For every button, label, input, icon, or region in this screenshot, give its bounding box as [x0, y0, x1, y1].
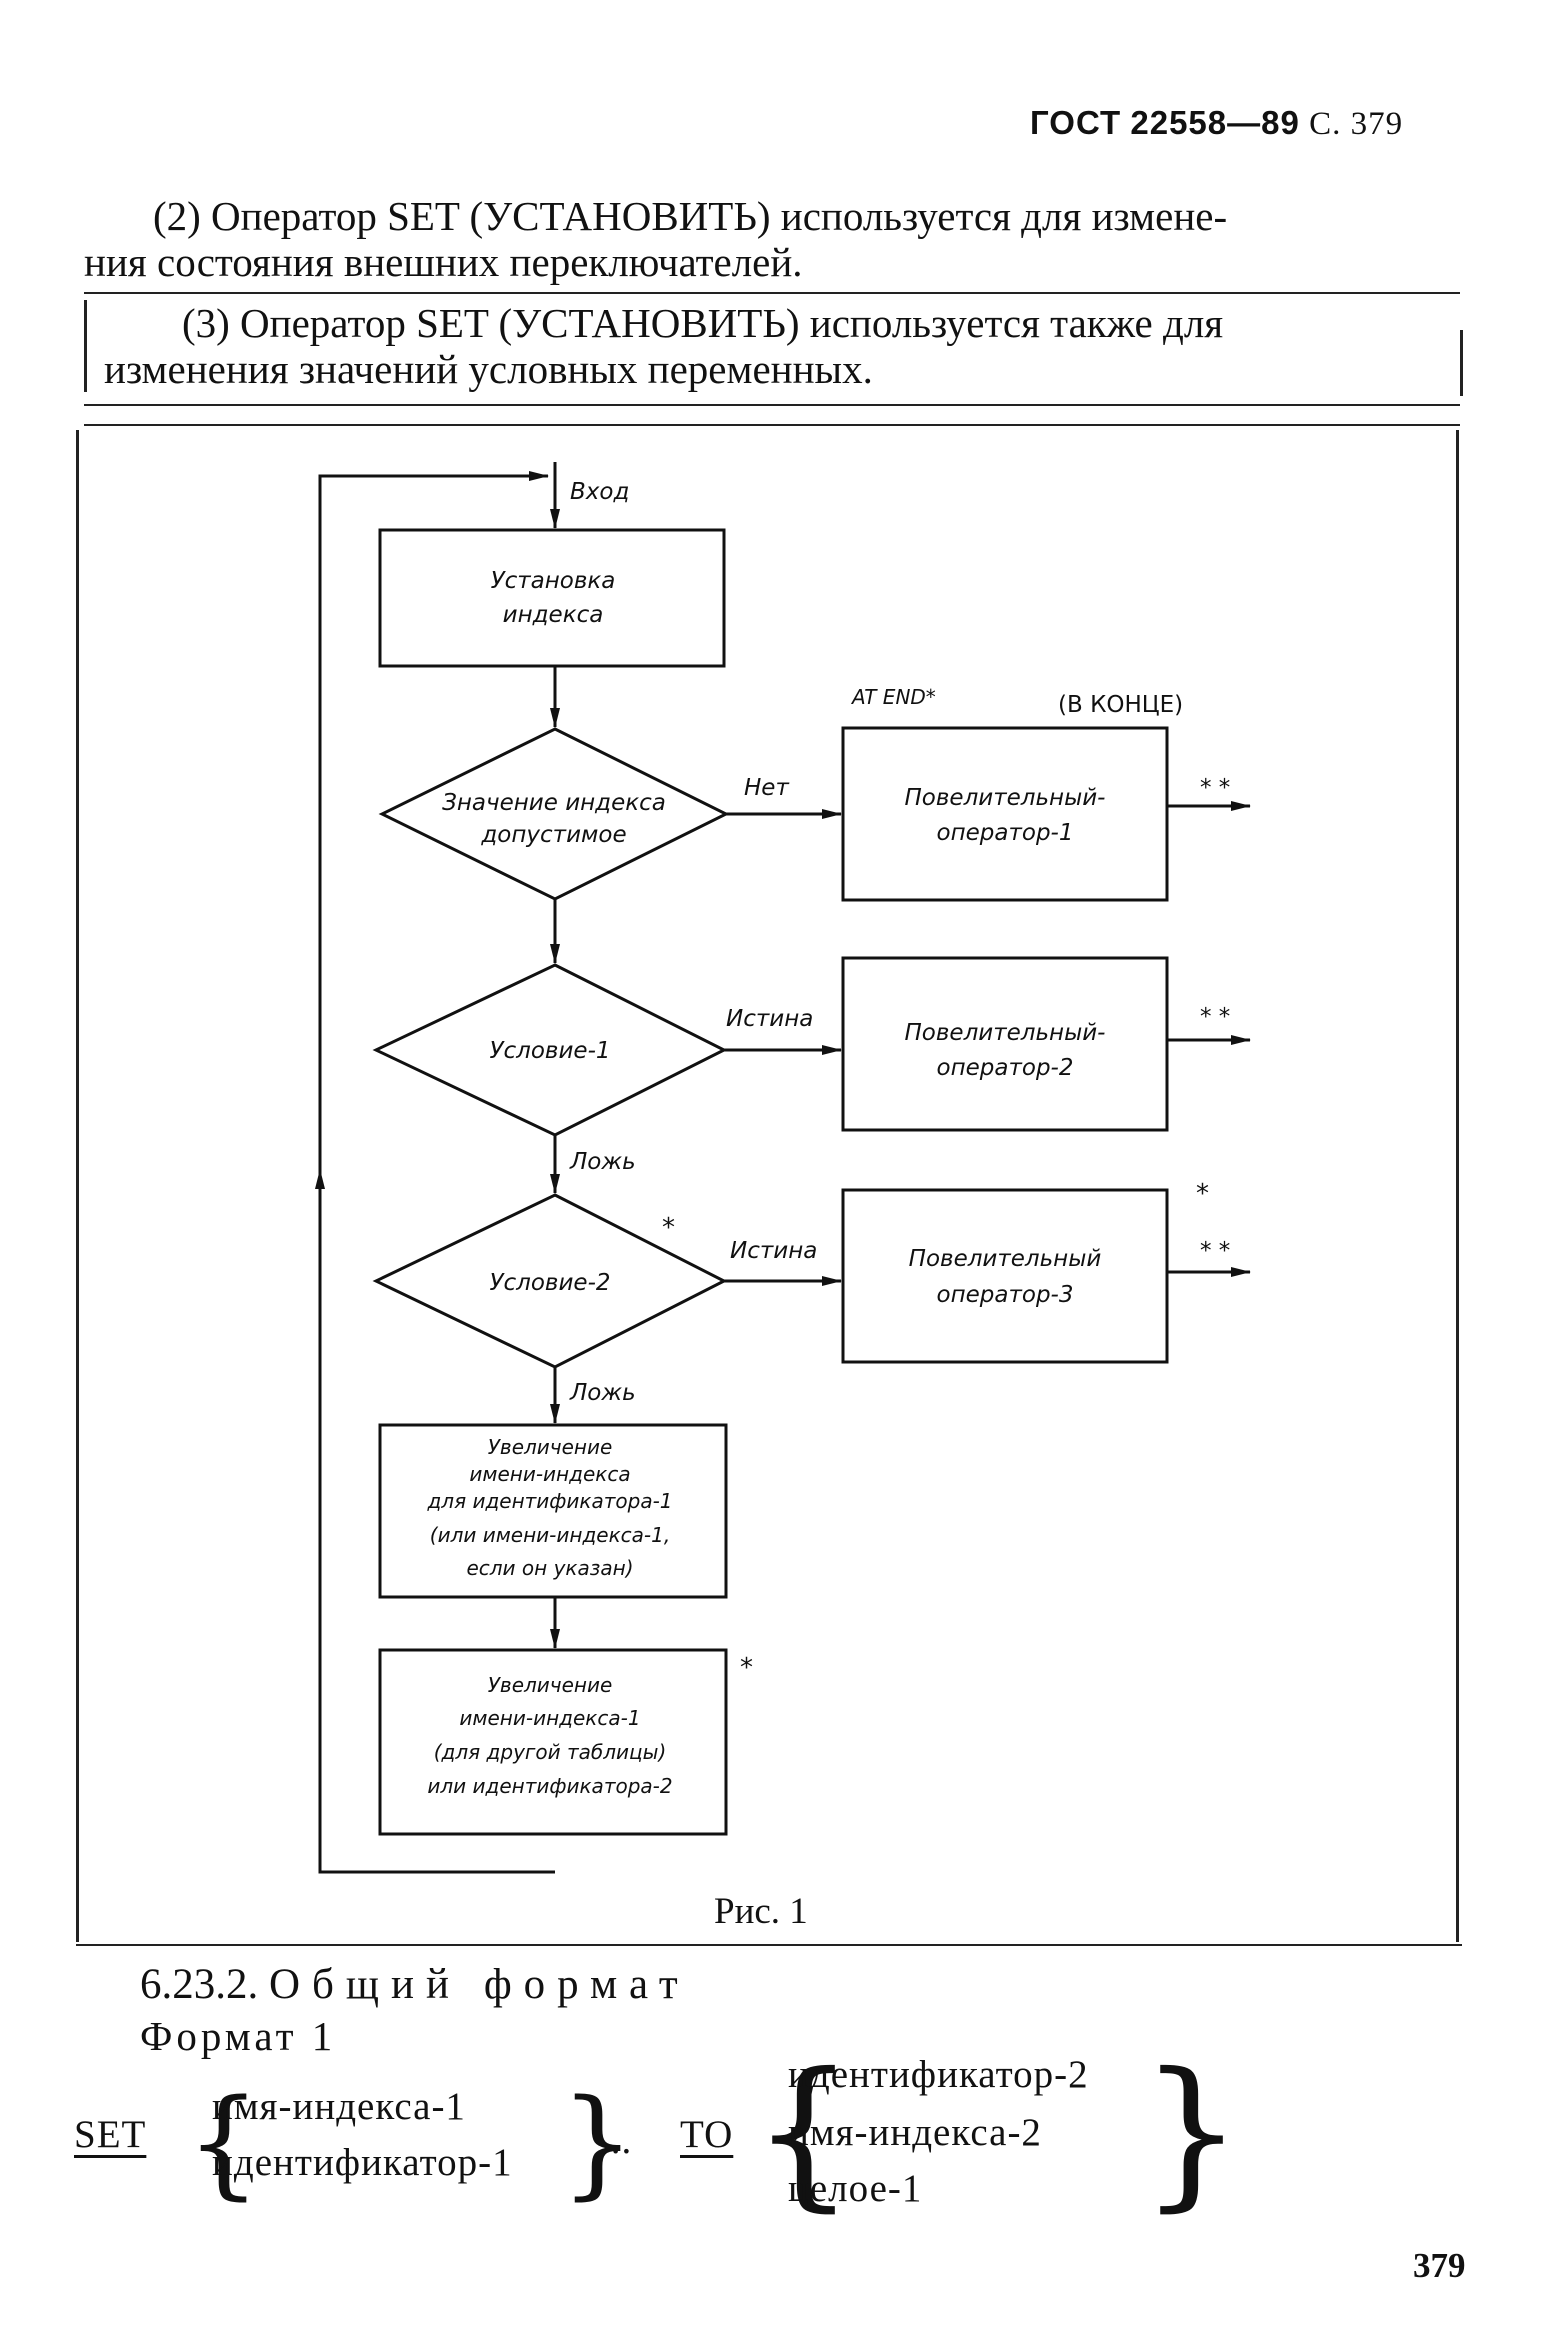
left-option: имя-индекса-1 — [212, 2085, 466, 2128]
right-option: имя-индекса-2 — [788, 2111, 1042, 2154]
increment2-label: или идентификатора-2 — [427, 1774, 672, 1798]
divider-line — [84, 292, 1460, 294]
para3-line2: изменения значений условных переменных. — [104, 346, 873, 392]
op3-label: оператор-3 — [937, 1282, 1074, 1308]
keyword-set: SET — [74, 2113, 147, 2156]
increment1-label: (или имени-индекса-1, — [430, 1523, 670, 1547]
true1-label: Истина — [726, 1006, 813, 1032]
set-index-label: индекса — [503, 602, 604, 628]
set-index-box — [378, 528, 726, 668]
loop-arrow-entry — [318, 471, 549, 1170]
page-header: ГОСТ 22558—89 С. 379 — [1030, 104, 1403, 143]
change-bar-left — [84, 300, 87, 392]
increment1-label: Увеличение — [488, 1435, 613, 1459]
ellipsis: ... — [600, 2119, 633, 2162]
figure-frame-bottom — [76, 1944, 1462, 1946]
decision-valid-label: Значение индекса — [442, 790, 666, 816]
false2-label: Ложь — [569, 1380, 636, 1406]
double-star-mark: * * — [1200, 1238, 1230, 1264]
left-brace-close: } — [560, 2073, 637, 2211]
cond2-label: Условие-2 — [489, 1270, 610, 1296]
para2-line1: (2) Оператор SET (УСТАНОВИТЬ) использует… — [153, 193, 1228, 239]
format-label: Формат 1 — [140, 2013, 337, 2059]
section-heading: 6.23.2. Общий формат — [140, 1960, 690, 2009]
increment1-label: для идентификатора-1 — [426, 1489, 672, 1513]
op1-label: Повелительный- — [905, 785, 1106, 811]
page-number: 379 — [1413, 2246, 1466, 2285]
at-end-label: AT END* — [850, 685, 936, 709]
increment2-label: Увеличение — [488, 1673, 613, 1697]
true2-label: Истина — [730, 1238, 817, 1264]
left-option: идентификатор-1 — [212, 2141, 513, 2184]
increment2-label: (для другой таблицы) — [434, 1740, 667, 1764]
standard-label: ГОСТ — [1030, 104, 1122, 141]
figure-frame-right — [1456, 430, 1459, 1942]
page-reference: С. 379 — [1309, 106, 1404, 142]
right-option: идентификатор-2 — [788, 2053, 1089, 2096]
increment2-label: имени-индекса-1 — [459, 1706, 640, 1730]
op1-box — [841, 726, 1169, 902]
divider-line — [84, 404, 1460, 406]
decision-valid-label: допустимое — [480, 822, 626, 848]
op2-label: оператор-2 — [937, 1055, 1074, 1081]
op2-label: Повелительный- — [905, 1020, 1106, 1046]
standard-number: 22558—89 — [1130, 104, 1300, 141]
increment2-box — [378, 1648, 728, 1836]
entry-label: Вход — [570, 479, 629, 505]
right-option: целое-1 — [788, 2167, 923, 2210]
double-star-mark: * * — [1200, 1004, 1230, 1030]
section-title: Общий формат — [269, 1961, 690, 2008]
at-end-ru-label: (В КОНЦЕ) — [1058, 692, 1183, 718]
change-bar-right — [1460, 330, 1463, 396]
op2-box — [841, 956, 1169, 1132]
double-star-mark: * * — [1200, 775, 1230, 801]
star-mark: * — [740, 1653, 753, 1683]
right-brace-close: } — [1140, 2039, 1245, 2227]
left-brace-open: { — [186, 2073, 263, 2211]
increment1-box — [378, 1423, 728, 1599]
figure-caption: Рис. 1 — [714, 1891, 808, 1932]
figure-frame-left — [76, 430, 79, 1942]
increment1-label: если он указан) — [466, 1556, 633, 1580]
set-index-label: Установка — [491, 568, 616, 594]
right-brace-open: { — [752, 2039, 857, 2227]
cond1-label: Условие-1 — [489, 1038, 610, 1064]
keyword-to: TO — [680, 2113, 734, 2156]
op3-label: Повелительный — [909, 1246, 1102, 1272]
loop-line — [318, 1165, 555, 1874]
figure-frame-top — [84, 424, 1460, 426]
star-mark: * — [1196, 1179, 1209, 1209]
para2-line2: ния состояния внешних переключателей. — [84, 239, 803, 285]
op3-box — [841, 1188, 1169, 1364]
section-number: 6.23.2. — [140, 1961, 259, 2008]
no-label: Нет — [744, 775, 789, 801]
star-mark: * — [662, 1213, 675, 1243]
increment1-label: имени-индекса — [469, 1462, 630, 1486]
false1-label: Ложь — [569, 1149, 636, 1175]
para3-line1: (3) Оператор SET (УСТАНОВИТЬ) использует… — [182, 300, 1224, 346]
op1-label: оператор-1 — [937, 820, 1074, 846]
